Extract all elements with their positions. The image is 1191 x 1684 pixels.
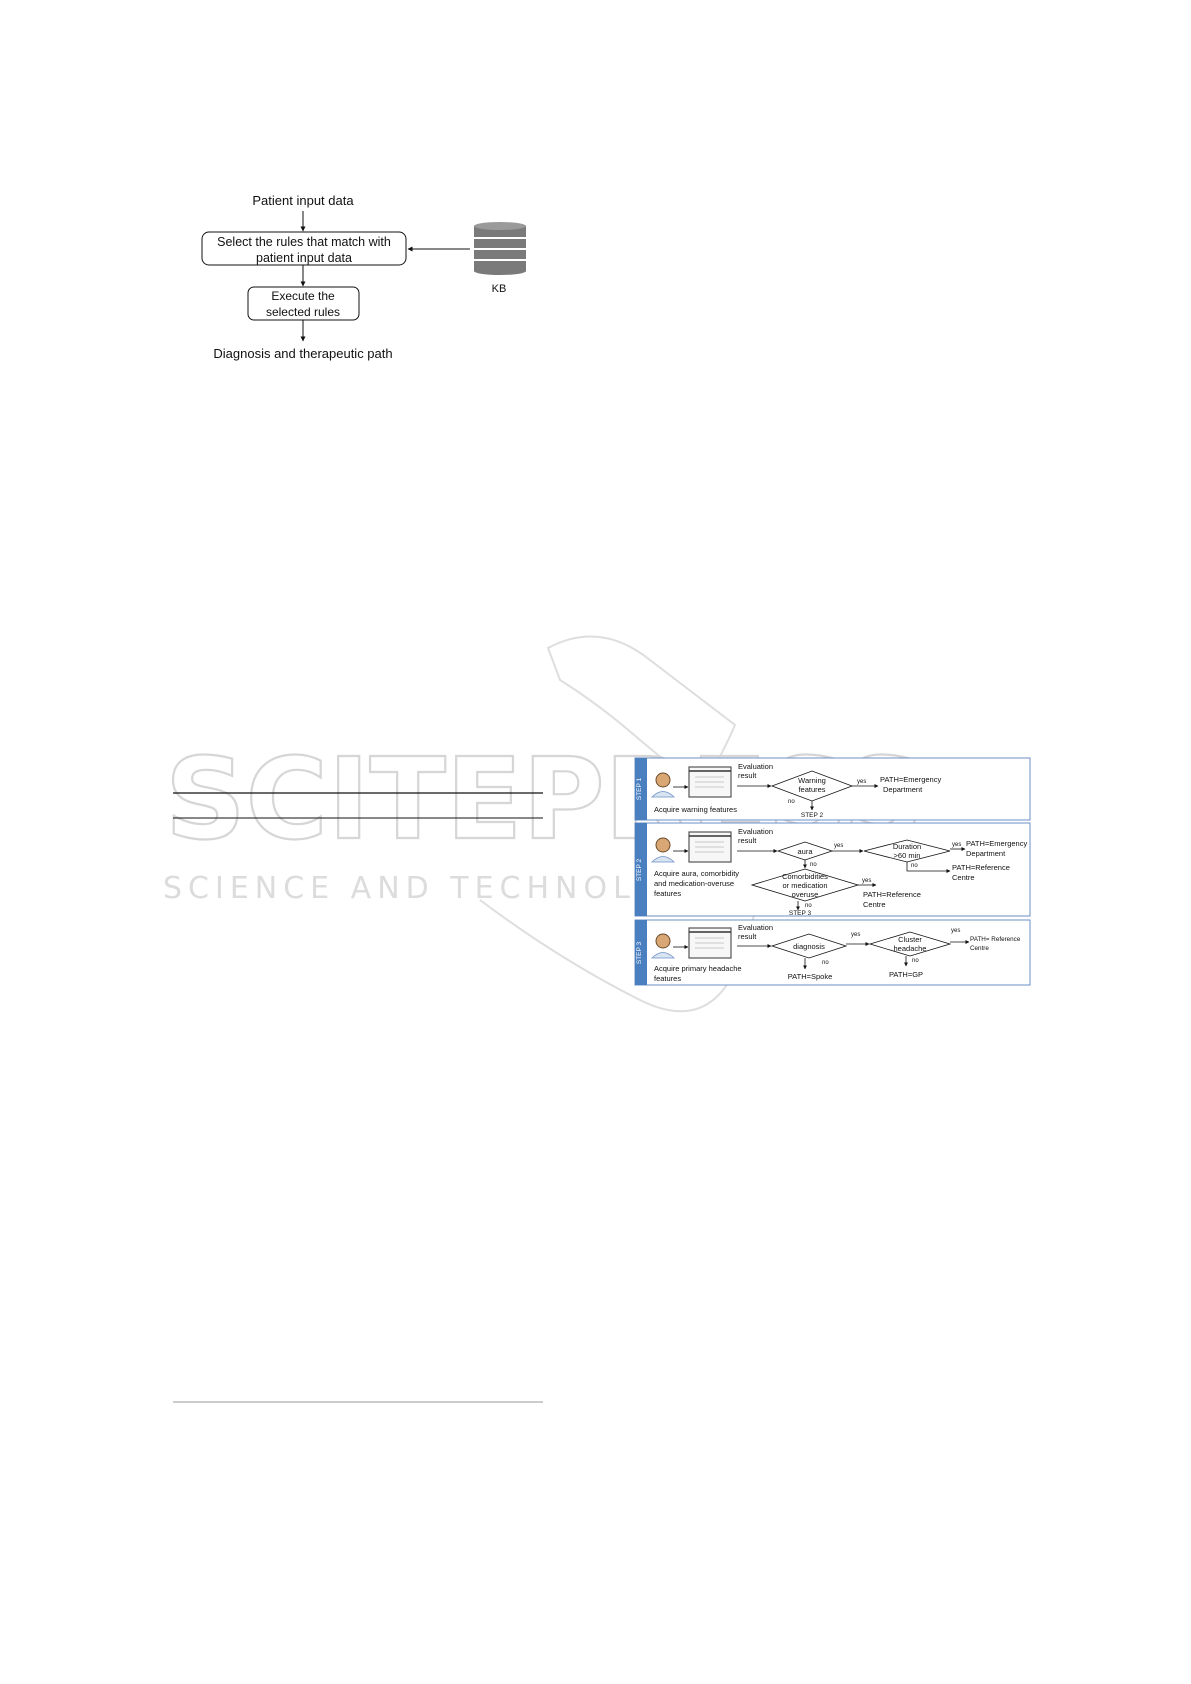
step-1-path-line2: Department <box>883 785 923 794</box>
step-2-next: STEP 3 <box>789 910 812 917</box>
step-2-panel: STEP 2 Acquire aura, comorbidity and med… <box>634 822 1031 917</box>
execute-rules-line1: Execute the <box>271 289 335 303</box>
step-2-yes1: yes <box>834 843 843 849</box>
step-2-yes3: yes <box>862 878 871 884</box>
output-label: Diagnosis and therapeutic path <box>213 346 392 361</box>
step-3-path-ref-line1: PATH= Reference <box>970 936 1021 943</box>
step-2-eval-line2: result <box>738 836 757 845</box>
step-2-path-c-line1: PATH=Reference <box>863 890 921 899</box>
figure-2-diagnostic-steps: STEP 1 Acquire warning features Evaluati… <box>634 757 1031 986</box>
doctor-icon <box>651 837 675 863</box>
step-3-diagnosis: diagnosis <box>793 942 825 951</box>
step-2-acquire-line2: and medication-overuse <box>654 879 734 888</box>
step-2-path-b-line1: PATH=Reference <box>952 863 1010 872</box>
step-1-tab-label: STEP 1 <box>636 777 643 800</box>
step-3-path-gp: PATH=GP <box>889 970 923 979</box>
step-2-comorb-line1: Comorbidities <box>782 872 828 881</box>
step-2-duration-line1: Duration <box>893 842 921 851</box>
step-2-acquire-line1: Acquire aura, comorbidity <box>654 869 739 878</box>
execute-rules-line2: selected rules <box>266 305 340 319</box>
step-1-panel: STEP 1 Acquire warning features Evaluati… <box>634 757 1031 821</box>
select-rules-line1: Select the rules that match with <box>217 235 391 249</box>
step-3-no2: no <box>912 958 919 964</box>
step-3-yes1: yes <box>851 932 860 938</box>
step-1-next: STEP 2 <box>801 812 824 819</box>
select-rules-line2: patient input data <box>256 251 352 265</box>
step-3-acquire-line2: features <box>654 974 681 983</box>
step-1-path-line1: PATH=Emergency <box>880 775 941 784</box>
step-2-path-a-line2: Department <box>966 849 1006 858</box>
step-2-no1: no <box>810 862 817 868</box>
step-1-yes: yes <box>857 779 866 785</box>
step-2-no3: no <box>805 903 812 909</box>
step-2-yes2: yes <box>952 842 961 848</box>
database-icon <box>474 222 526 275</box>
form-screen-icon <box>688 766 732 798</box>
step-1-tab <box>635 758 647 820</box>
step-3-panel: STEP 3 Acquire primary headache features… <box>634 919 1031 986</box>
form-screen-icon <box>688 831 732 863</box>
step-3-path-spoke: PATH=Spoke <box>788 972 833 981</box>
step-2-eval-line1: Evaluation <box>738 827 773 836</box>
diagnosis-decision <box>770 933 848 959</box>
step-3-cluster-line1: Cluster <box>898 935 922 944</box>
step-1-acquire: Acquire warning features <box>654 805 737 814</box>
duration-decision <box>863 839 951 863</box>
step-2-path-a-line1: PATH=Emergency <box>966 839 1027 848</box>
step-3-tab <box>635 920 647 985</box>
figure-1-rule-engine: Patient input data Select the rules that… <box>201 193 526 361</box>
step-2-aura: aura <box>797 847 813 856</box>
doctor-icon <box>651 933 675 959</box>
step-1-decision-line1: Warning <box>798 776 826 785</box>
step-2-path-b-line2: Centre <box>952 873 975 882</box>
step-2-path-c-line2: Centre <box>863 900 886 909</box>
step-3-acquire-line1: Acquire primary headache <box>654 964 742 973</box>
step-3-eval-line1: Evaluation <box>738 923 773 932</box>
step-1-eval-line1: Evaluation <box>738 762 773 771</box>
select-rules-box <box>201 231 407 266</box>
kb-label: KB <box>492 283 507 295</box>
step-1-decision-line2: features <box>798 785 825 794</box>
cluster-headache-decision <box>868 931 952 957</box>
step-2-comorb-line2: or medication <box>782 881 827 890</box>
step-2-tab <box>635 823 647 916</box>
step-3-tab-label: STEP 3 <box>636 941 643 964</box>
step-3-yes2: yes <box>951 928 960 934</box>
step-3-path-ref-line2: Centre <box>970 945 989 952</box>
step-3-eval-line2: result <box>738 932 757 941</box>
step-2-tab-label: STEP 2 <box>636 858 643 881</box>
form-screen-icon <box>688 927 732 959</box>
step-2-comorb-line3: overuse <box>792 890 819 899</box>
step-1-no: no <box>788 799 795 805</box>
step-2-acquire-line3: features <box>654 889 681 898</box>
step-3-cluster-line2: headache <box>894 944 927 953</box>
input-label: Patient input data <box>252 193 354 208</box>
step-1-eval-line2: result <box>738 771 757 780</box>
step-2-no2: no <box>911 863 918 869</box>
doctor-icon <box>651 772 675 798</box>
step-2-duration-line2: >60 min <box>894 851 921 860</box>
step-3-no1: no <box>822 960 829 966</box>
